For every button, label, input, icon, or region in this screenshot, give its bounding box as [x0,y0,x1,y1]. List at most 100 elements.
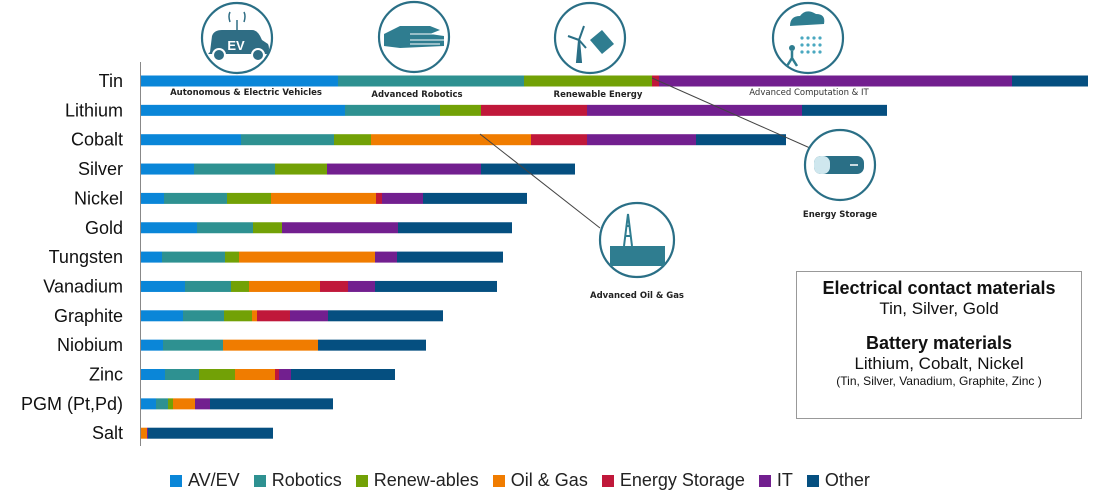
note-text-battery-secondary: (Tin, Silver, Vanadium, Graphite, Zinc ) [836,374,1042,388]
category-label: Zinc [89,365,123,385]
bar-segment-robotics [338,75,524,87]
category-label: Niobium [57,335,123,355]
bar-segment-other [1012,75,1088,87]
bar-segment-it [279,369,291,380]
category-label: Tungsten [49,247,123,267]
bar-segment-av-ev [141,369,165,380]
bar-segment-av-ev [141,192,164,204]
application-label: Energy Storage [803,210,877,220]
legend-item: Robotics [253,470,342,491]
bar-segment-av-ev [141,398,156,410]
bar-segment-energy-storage [652,75,659,87]
wind-solar-icon [553,1,627,75]
bar-segment-energy-storage [481,104,587,116]
application-label: Advanced Computation & IT [749,88,869,98]
note-heading-contact: Electrical contact materials [822,278,1056,298]
legend-swatch [355,474,368,487]
bar-segment-energy-storage [376,192,382,204]
application-label: Autonomous & Electric Vehicles [170,88,322,98]
bar-segment-robotics [162,251,225,263]
bar-segment-other [481,163,575,175]
bar-segment-renew-ables [524,75,652,87]
battery-icon [803,128,877,202]
materials-note-box: Electrical contact materials Tin, Silver… [796,271,1082,419]
legend-swatch [601,474,614,487]
bar-segment-renew-ables [334,134,371,146]
bar-segment-renew-ables [224,310,252,322]
bar-segment-av-ev [141,163,194,175]
robotic-hand-icon [377,0,451,74]
bar-segment-robotics [197,222,253,234]
legend-swatch [253,474,266,487]
bar-segment-renew-ables [253,222,282,234]
bar-segment-oil-gas [223,339,318,351]
bar-segment-robotics [194,163,275,175]
bar-segment-it [587,104,802,116]
cloud-computing-icon [771,1,845,75]
bar-segment-renew-ables [199,369,235,380]
bar-segment-energy-storage [531,134,587,146]
bar-segment-it [195,398,210,410]
legend-label: Other [824,470,870,490]
oil-rig-icon [598,201,676,279]
category-label: Cobalt [71,130,123,150]
legend-swatch [758,474,771,487]
bar-segment-other [291,369,395,380]
bar-segment-av-ev [141,75,338,87]
legend-item: AV/EV [170,470,240,491]
bar-segment-other [328,310,443,322]
bar-segment-it [290,310,328,322]
legend-label: Oil & Gas [510,470,588,490]
bar-segment-it [659,75,1012,87]
bar-segment-oil-gas [173,398,195,410]
category-label: Tin [99,71,123,91]
ev-text: EV [227,38,245,53]
bar-segment-robotics [345,104,440,116]
bar-segment-renew-ables [231,280,249,292]
bar-segment-robotics [163,339,223,351]
note-heading-battery: Battery materials [865,333,1013,353]
bar-segment-other [423,192,527,204]
legend-item: Energy Storage [601,470,745,491]
energy-storage-leader-line [651,77,811,149]
oil-gas-leader-line [479,133,601,229]
legend-label: IT [776,470,793,490]
bar-segment-other [397,251,503,263]
note-text-battery: Lithium, Cobalt, Nickel [854,354,1024,373]
bar-segment-av-ev [141,222,197,234]
bar-segment-av-ev [141,134,241,146]
bar-segment-renew-ables [168,398,173,410]
bar-segment-other [375,280,497,292]
legend-label: Robotics [271,470,342,490]
bar-segment-it [282,222,398,234]
bar-segment-oil-gas [239,251,375,263]
bar-segment-energy-storage [275,369,279,380]
legend-label: AV/EV [188,470,240,490]
bar-segment-av-ev [141,251,162,263]
legend-swatch [806,474,819,487]
category-label: Lithium [65,100,123,120]
bar-segment-renew-ables [225,251,239,263]
bar-segment-other [318,339,426,351]
bar-segment-renew-ables [440,104,481,116]
legend-swatch [170,474,182,487]
bar-segment-renew-ables [275,163,327,175]
bar-segment-oil-gas [271,192,376,204]
bar-segment-it [348,280,375,292]
legend-item: IT [758,470,793,491]
legend-item: Renew-ables [355,470,479,491]
bar-segment-other [696,134,786,146]
note-text-contact: Tin, Silver, Gold [879,299,999,318]
bar-segment-robotics [165,369,199,380]
bar-segment-energy-storage [257,310,290,322]
ev-car-icon: EV [200,1,274,75]
application-label: Advanced Robotics [371,90,462,100]
bar-segment-it [327,163,481,175]
legend-label: Renew-ables [373,470,479,490]
bar-segment-other [148,427,273,439]
bar-segment-robotics [164,192,227,204]
category-label: PGM (Pt,Pd) [21,394,123,414]
legend-item: Other [806,470,870,491]
bar-segment-oil-gas [249,280,320,292]
bar-segment-renew-ables [227,192,271,204]
